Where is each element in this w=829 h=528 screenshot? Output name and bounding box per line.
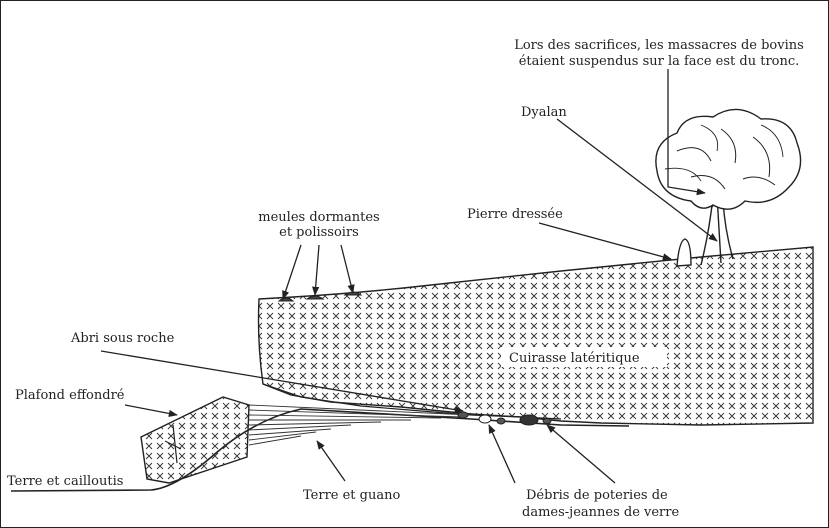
arrow-debris-1 [489,425,515,483]
label-terre-cailloutis: Terre et cailloutis [7,474,123,489]
standing-stone [677,239,691,266]
label-pierre-dressee: Pierre dressée [467,207,563,222]
arrow-meules-2 [315,245,319,295]
label-meules-line-2: et polissoirs [279,225,359,240]
laterite-crust [259,247,814,425]
arrow-debris-2 [547,425,615,483]
label-debris-line-1: Débris de poteries de [526,488,668,503]
label-plafond-effondre: Plafond effondré [15,388,125,403]
arrow-plafond [125,405,177,415]
arrow-pierre [539,223,671,259]
collapsed-block [141,397,249,483]
arrow-guano [317,441,345,481]
label-abri-sous-roche: Abri sous roche [70,331,175,346]
label-meules-line-1: meules dormantes [258,210,379,225]
label-terre-guano: Terre et guano [303,488,400,503]
caption-line-2: étaient suspendus sur la face est du tro… [519,54,800,69]
label-cuirasse: Cuirasse latéritique [509,351,640,366]
label-dyalan: Dyalan [521,105,567,120]
arrow-meules-3 [341,245,353,293]
dyalan-tree [656,109,801,265]
caption-line-1: Lors des sacrifices, les massacres de bo… [514,38,804,53]
label-debris-line-2: dames-jeannes de verre [522,505,679,520]
arrow-meules-1 [283,245,301,299]
